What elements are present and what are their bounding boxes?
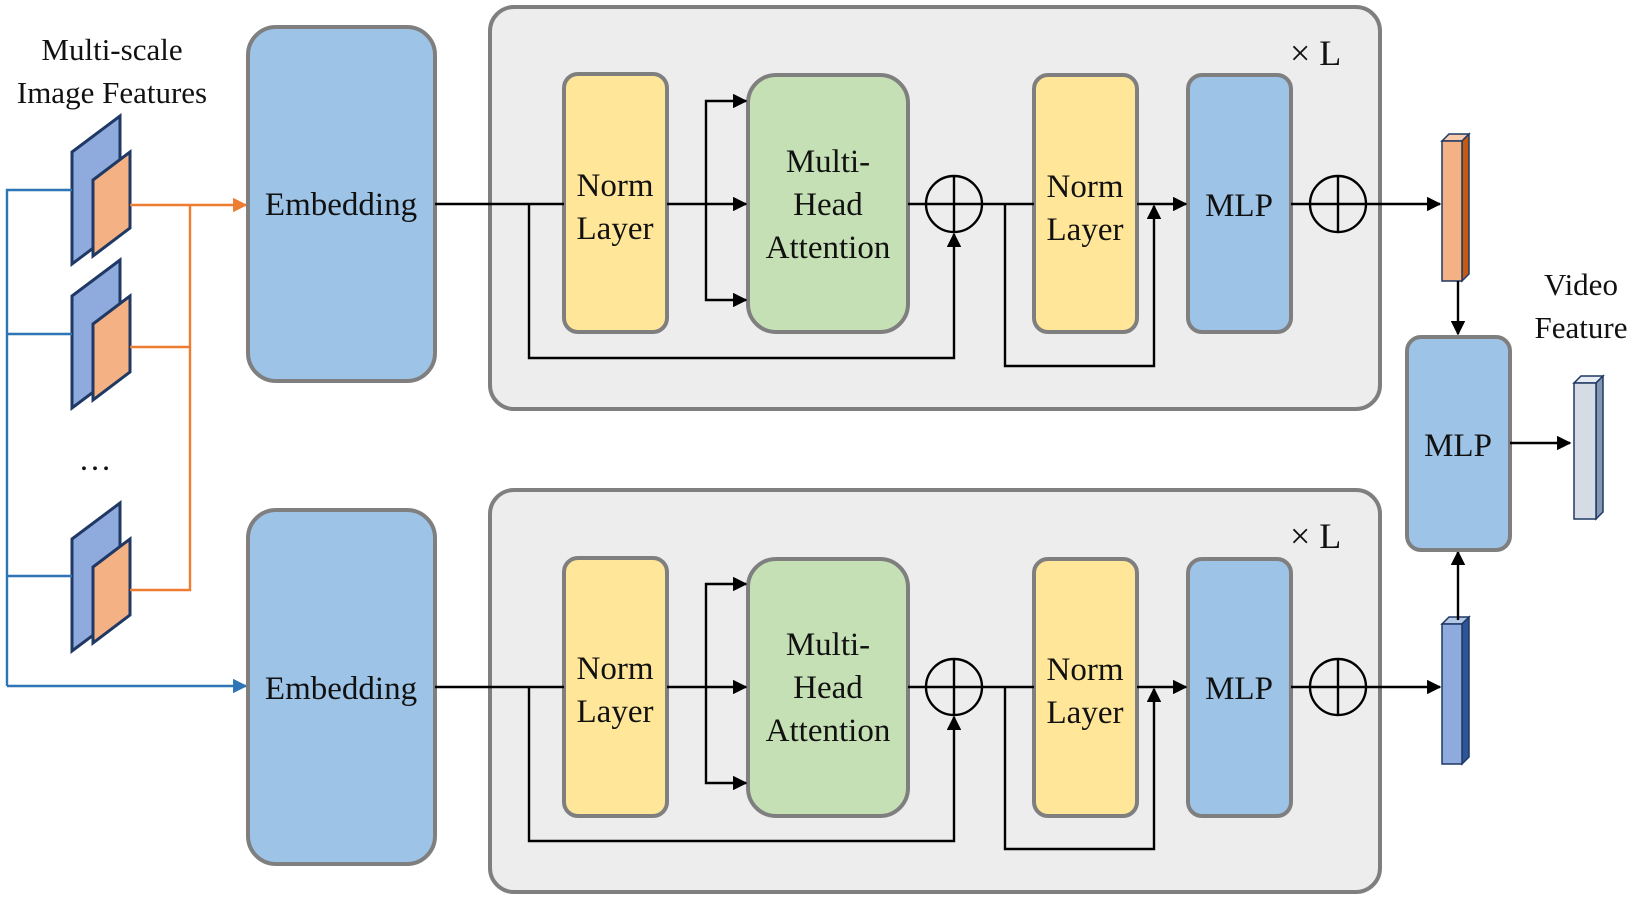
add-icon-bottom-2 <box>1308 657 1368 717</box>
norm-layer-2-top-line1: Norm <box>1047 169 1124 205</box>
input-feature-pair-2 <box>70 257 132 411</box>
attention-top-line3: Attention <box>766 230 891 266</box>
add-icon-bottom-1 <box>924 657 984 717</box>
attention-bottom-line1: Multi- <box>786 627 870 663</box>
norm-layer-1-top-line2: Layer <box>577 211 654 247</box>
norm-layer-2-bottom-line1: Norm <box>1047 652 1124 688</box>
orange-connectors <box>130 197 248 592</box>
add-icon-top-1 <box>924 174 984 234</box>
norm-layer-1-top-line1: Norm <box>577 168 654 204</box>
fusion-mlp-label: MLP <box>1424 428 1492 464</box>
mlp-bottom-label: MLP <box>1205 671 1273 707</box>
embedding-block-bottom: Embedding <box>246 508 437 866</box>
attention-top-line1: Multi- <box>786 144 870 180</box>
norm-layer-2-bottom-line2: Layer <box>1047 695 1124 731</box>
norm-layer-1-bottom <box>562 556 669 818</box>
repeat-label-top: × L <box>1290 33 1341 73</box>
output-token-bottom <box>1440 615 1471 766</box>
attention-bottom-line2: Head <box>793 670 863 706</box>
embedding-label-top: Embedding <box>265 187 417 223</box>
ellipsis: … <box>79 442 112 478</box>
input-feature-pair-3 <box>70 500 132 654</box>
norm-layer-1-bottom-line1: Norm <box>577 651 654 687</box>
add-icon-top-2 <box>1308 174 1368 234</box>
video-feature-label-line2: Feature <box>1535 310 1628 345</box>
input-feature-pair-1 <box>70 113 132 267</box>
transformer-container-top: × L Norm Layer Multi- Head Attention Nor… <box>435 5 1382 411</box>
video-feature-token <box>1572 374 1605 521</box>
transformer-container-bottom: × L Norm Layer Multi- Head Attention Nor… <box>435 488 1382 894</box>
repeat-label-bottom: × L <box>1290 516 1341 556</box>
video-feature-label-line1: Video <box>1544 267 1618 302</box>
mlp-top-label: MLP <box>1205 188 1273 224</box>
attention-bottom-line3: Attention <box>766 713 891 749</box>
embedding-block-top: Embedding <box>246 25 437 383</box>
attention-top-line2: Head <box>793 187 863 223</box>
norm-layer-1-bottom-line2: Layer <box>577 694 654 730</box>
blue-connectors <box>5 188 248 694</box>
embedding-label-bottom: Embedding <box>265 671 417 707</box>
norm-layer-2-top-line2: Layer <box>1047 212 1124 248</box>
output-token-top <box>1440 132 1471 283</box>
fusion-mlp-block: MLP <box>1405 335 1512 552</box>
input-title-line2: Image Features <box>17 75 207 110</box>
input-title-line1: Multi-scale <box>41 32 182 67</box>
